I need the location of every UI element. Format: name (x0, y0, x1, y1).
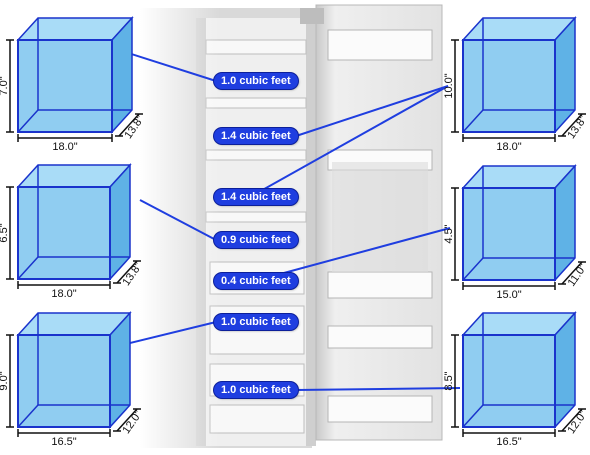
cube-6: 8.5"16.5"12.0" (443, 311, 590, 448)
height-label: 4.5" (443, 224, 455, 243)
photo-fade (140, 8, 220, 448)
width-label: 18.0" (496, 141, 521, 153)
volume-label-1: 1.0 cubic feet (214, 73, 298, 89)
cube-front-face (462, 187, 556, 281)
height-label: 10.0" (443, 73, 455, 98)
connector-line (295, 387, 461, 391)
freezer-wall-right (306, 18, 316, 446)
cube-back-edge (17, 404, 39, 428)
cube-back-edge (462, 109, 484, 133)
connector-line (121, 321, 217, 346)
connector-line (139, 199, 217, 241)
height-label: 6.5" (0, 223, 10, 242)
cube-back-edge (462, 257, 484, 281)
depth-dimension-line (561, 408, 583, 432)
cube-1: 7.0"18.0"13.8" (0, 16, 147, 153)
volume-label-2: 1.4 cubic feet (214, 128, 298, 144)
cube-front-face (17, 186, 111, 280)
connector-lines (121, 51, 461, 391)
depth-dimension-line (561, 261, 583, 285)
depth-dimension-line (116, 260, 138, 284)
cube-5: 4.5" 15.0" 11.0" (443, 164, 590, 301)
depth-dimension-line (118, 113, 140, 137)
depth-label: 11.0" (566, 262, 590, 289)
width-label: 16.5" (51, 436, 76, 448)
height-label: 8.5" (443, 371, 455, 390)
cube-front-face (462, 39, 556, 133)
height-label: 9.0" (0, 371, 10, 390)
volume-label-7: 1.0 cubic feet (214, 382, 298, 398)
width-label: 18.0" (52, 141, 77, 153)
cube-3: 9.0"16.5"12.0" (0, 311, 145, 448)
door-hinge (300, 8, 324, 24)
cube-back-edge (17, 109, 39, 133)
connector-line (249, 85, 449, 198)
cube-back-edge (462, 404, 484, 428)
connector-line (295, 85, 449, 137)
cube-4: 10.0"18.0"13.8" (443, 16, 590, 153)
volume-label-4: 0.9 cubic feet (214, 232, 298, 248)
volume-label-3: 1.4 cubic feet (214, 189, 298, 205)
width-label: 15.0" (496, 289, 521, 301)
depth-dimension-line (561, 113, 583, 137)
cube-front-face (17, 334, 111, 428)
depth-dimension-line (116, 408, 138, 432)
width-label: 18.0" (51, 288, 76, 300)
height-label: 7.0" (0, 76, 10, 95)
connector-line (124, 51, 217, 82)
width-label: 16.5" (496, 436, 521, 448)
cube-front-face (17, 39, 113, 133)
cube-2: 6.5"18.0"13.8" (0, 163, 145, 300)
volume-label-6: 1.0 cubic feet (214, 314, 298, 330)
volume-label-5: 0.4 cubic feet (214, 273, 298, 289)
cube-back-edge (17, 256, 39, 280)
connector-line (257, 227, 451, 281)
cube-front-face (462, 334, 556, 428)
door-panel (332, 162, 428, 272)
